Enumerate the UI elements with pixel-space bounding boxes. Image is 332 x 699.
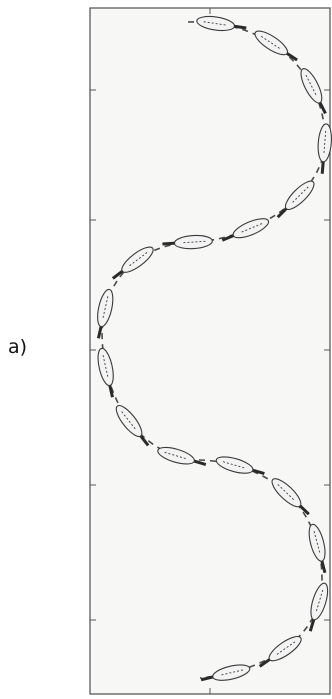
frame-background bbox=[90, 8, 330, 694]
flagellum bbox=[233, 26, 246, 28]
flagellum bbox=[322, 161, 323, 174]
flagellum bbox=[162, 243, 175, 244]
